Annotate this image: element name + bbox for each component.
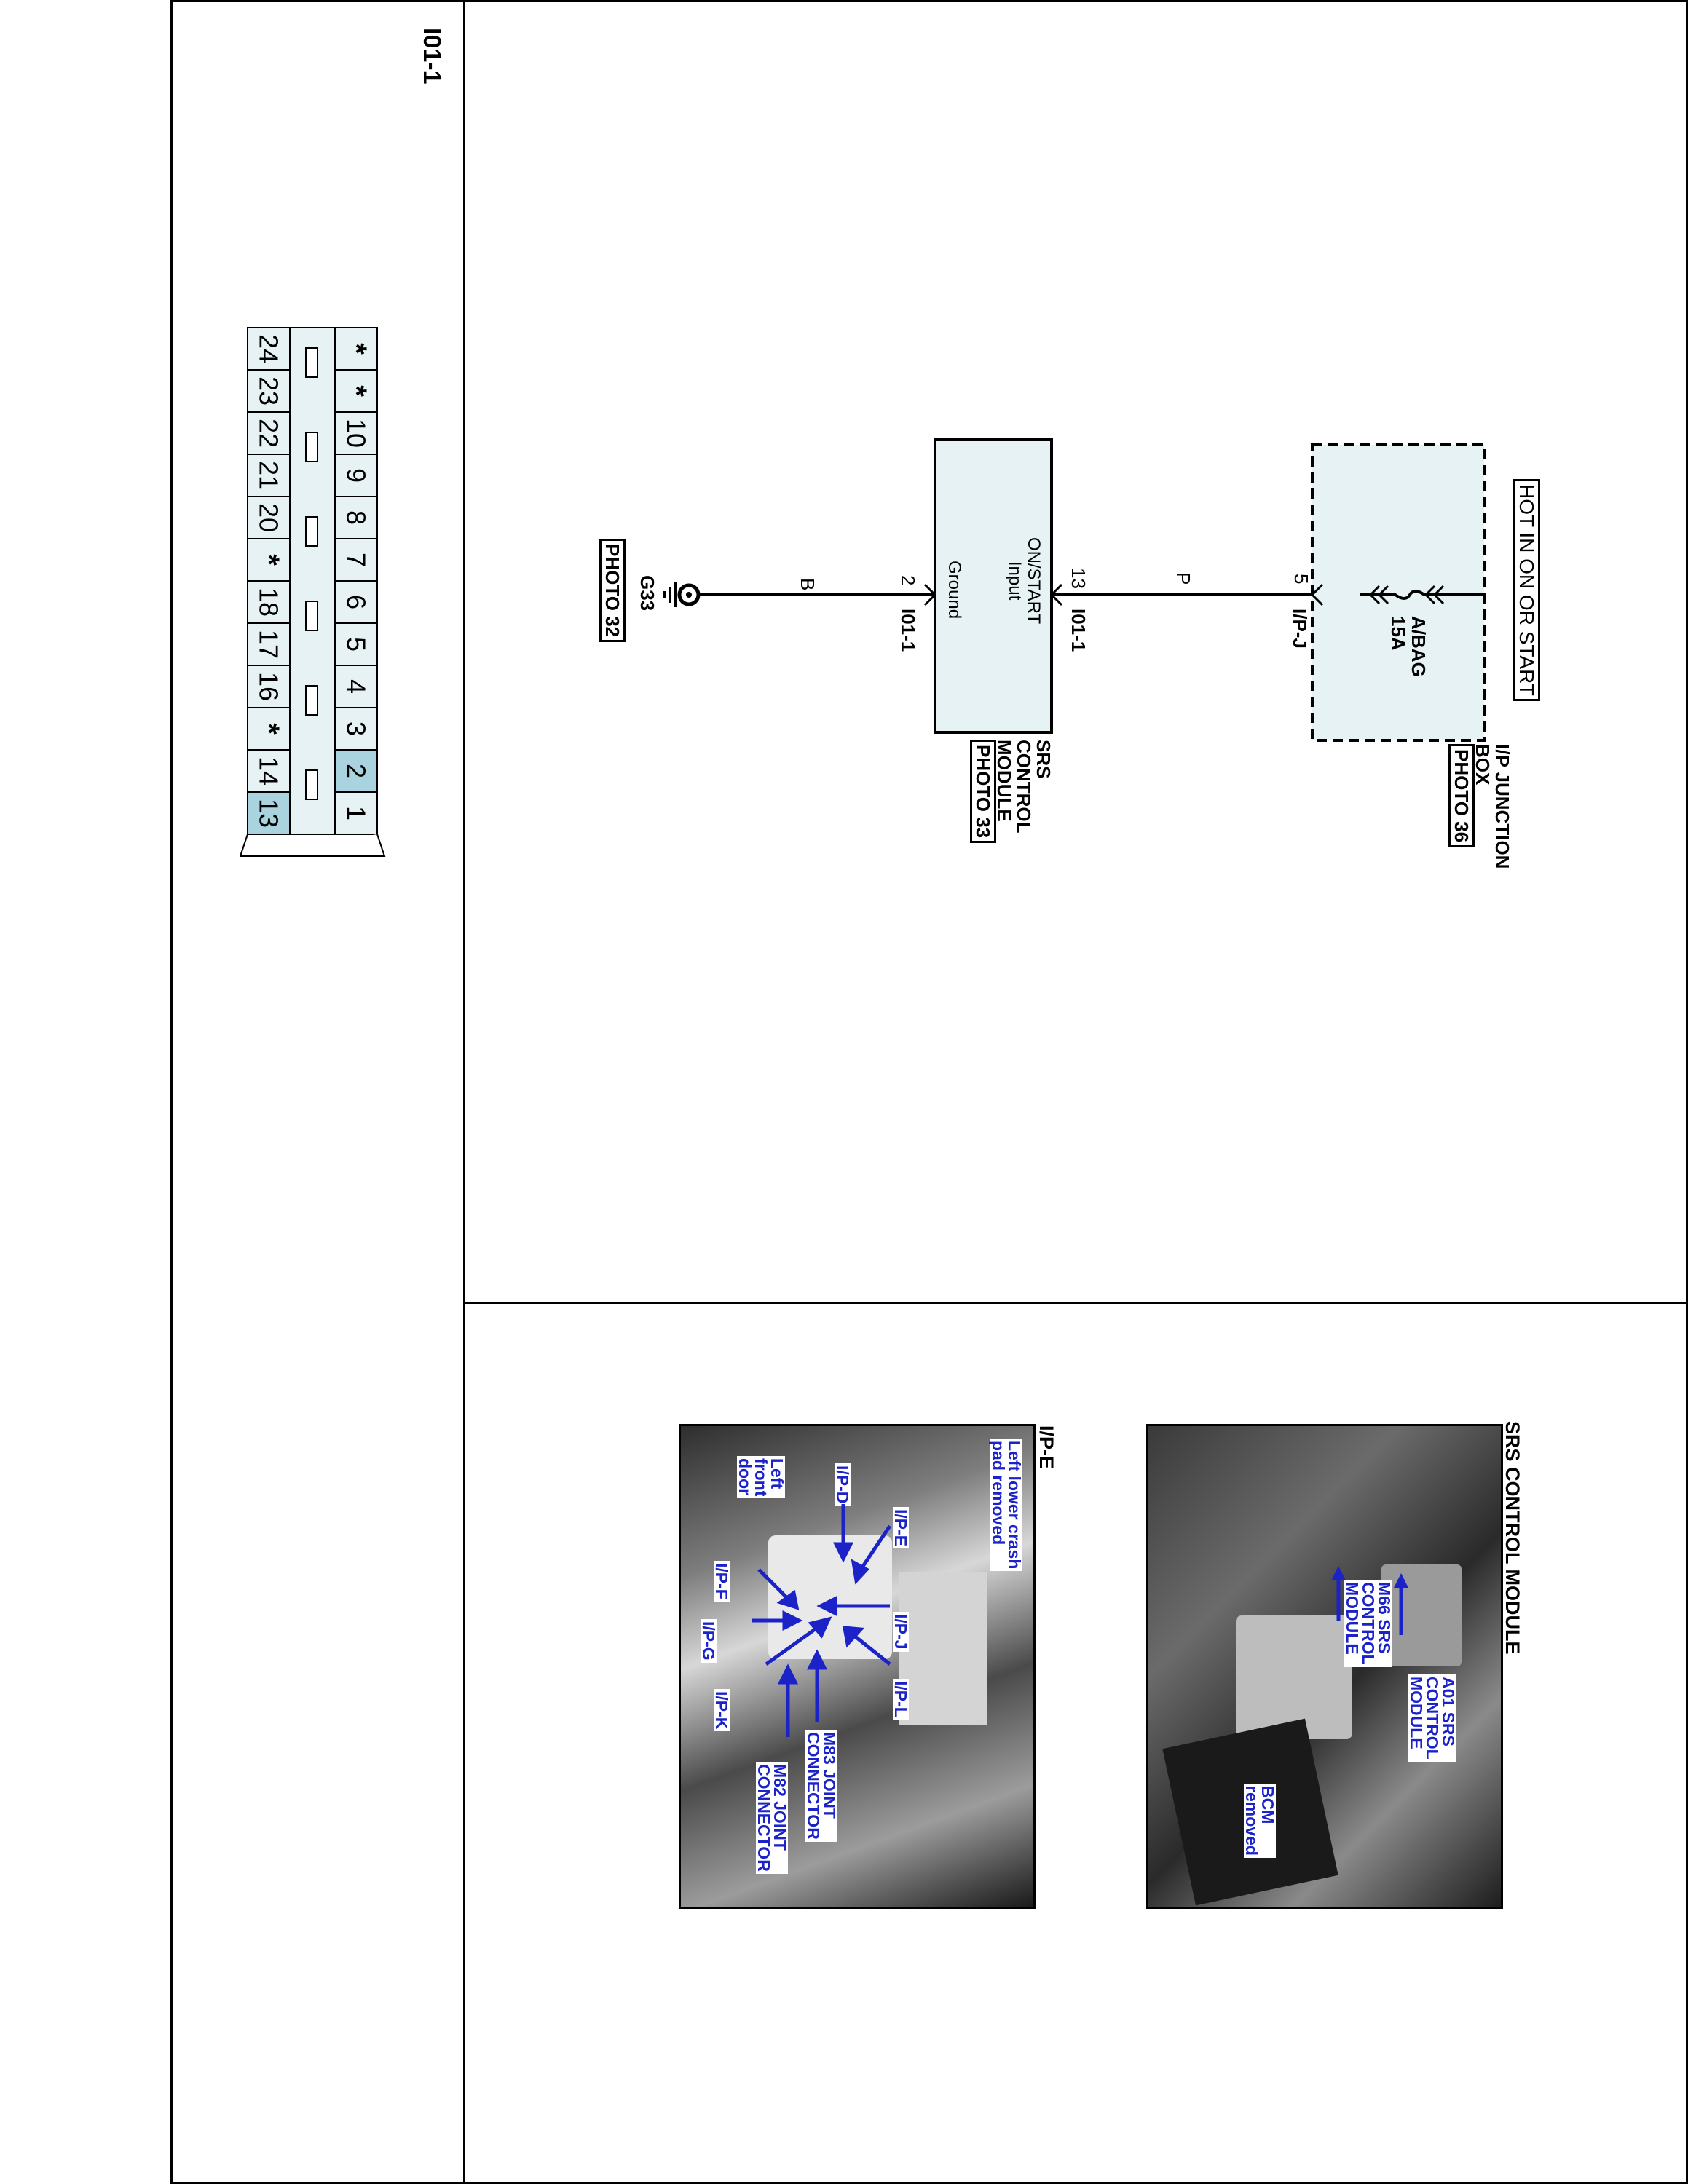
srs-photo-arrows [1331, 1566, 1408, 1635]
connector-pin-cell [334, 580, 378, 624]
connector-pin-number: 23 [254, 376, 284, 405]
connector-pin-number: 17 [254, 630, 284, 659]
connector-slot [305, 685, 318, 716]
connector-slot [305, 516, 318, 547]
connector-slot [305, 432, 318, 462]
ground-photo: PHOTO 32 [599, 539, 626, 643]
connector-pin-number: 16 [254, 672, 284, 701]
connector-pin-number: 3 [342, 721, 371, 736]
fuse-rating: 15A [1387, 616, 1409, 651]
page-frame [170, 0, 1688, 2184]
junction-connector-id: I/P-J [1289, 609, 1311, 649]
connector-pin-number: 8 [342, 510, 371, 525]
fuse-symbol [1360, 590, 1461, 600]
wire-color-b: B [797, 578, 819, 591]
panel-divider-vertical [463, 0, 465, 2184]
panel-divider-horizontal [463, 1302, 1688, 1304]
connector-pin-number: * [253, 723, 285, 735]
connector-slot [305, 769, 318, 800]
connector-pin-cell [334, 622, 378, 666]
connector-pin-number: * [340, 385, 372, 397]
connector-pin-cell [247, 580, 291, 624]
connector-pin-number: 7 [342, 553, 371, 567]
connector-pin-number: 1 [342, 806, 371, 820]
power-header: HOT IN ON OR START [1513, 479, 1540, 701]
module-connector-gnd: I01-1 [897, 609, 919, 652]
connector-pin-number: 18 [254, 587, 284, 617]
connector-pin-number: * [340, 343, 372, 355]
chevron-upper [1424, 585, 1445, 605]
connector-pin-number: 5 [342, 637, 371, 652]
module-pin-2: 2 [897, 575, 919, 586]
ipe-connector-photo [679, 1424, 1036, 1909]
pin-symbol-13 [1049, 583, 1063, 606]
connector-pin-cell [247, 538, 291, 582]
srs-control-module-photo [1146, 1424, 1503, 1909]
connector-pin-cell [247, 411, 291, 455]
connector-slot [305, 601, 318, 631]
connector-pin-cell [334, 791, 378, 835]
srs-module-label: SRS CONTROL MODULE PHOTO 33 [970, 740, 1054, 844]
junction-pin-number: 5 [1290, 574, 1312, 585]
junction-box-label: I/P JUNCTION BOX PHOTO 36 [1448, 744, 1513, 869]
connector-pin-number: 4 [342, 679, 371, 694]
connector-slot [305, 347, 318, 378]
connector-pin-number: 2 [342, 764, 371, 778]
connector-pin-cell [334, 665, 378, 708]
connector-pin-number: 14 [254, 756, 284, 786]
connector-title: I01-1 [418, 28, 446, 84]
pin-symbol-ipj [1310, 583, 1324, 606]
connector-pin-number: 22 [254, 419, 284, 448]
schematic-wiring [663, 438, 1486, 742]
module-input-label: ON/START Input [1005, 537, 1044, 625]
connector-pin-cell [247, 327, 291, 371]
connector-pin-cell [334, 327, 378, 371]
connector-pin-number: 6 [342, 595, 371, 609]
connector-pin-cell [334, 749, 378, 793]
ipe-photo-arrows [752, 1504, 892, 1737]
srs-module-box [934, 438, 1053, 734]
connector-pin-number: 20 [254, 503, 284, 532]
connector-key-tab [240, 834, 386, 857]
ground-id: G33 [636, 575, 658, 612]
srs-photo-title: SRS CONTROL MODULE [1502, 1421, 1523, 1655]
module-pin-13: 13 [1068, 568, 1089, 589]
pin-symbol-2 [923, 583, 937, 606]
module-ground-label: Ground [944, 561, 964, 620]
connector-pin-cell [247, 369, 291, 413]
connector-pin-number: 9 [342, 468, 371, 483]
connector-pin-number: 10 [342, 419, 371, 448]
wire-color-p: P [1172, 572, 1194, 585]
fuse-name: A/BAG [1408, 616, 1429, 677]
connector-pin-number: 24 [254, 334, 284, 363]
connector-latch-band [289, 327, 336, 835]
connector-pin-number: 13 [254, 799, 284, 828]
ipe-photo-title: I/P-E [1036, 1425, 1057, 1470]
connector-pin-cell [334, 454, 378, 497]
connector-pin-cell [247, 791, 291, 835]
connector-pin-number: 21 [254, 461, 284, 490]
module-connector-in: I01-1 [1068, 609, 1089, 652]
chevron-lower [1368, 585, 1389, 605]
junction-box-outline [1311, 443, 1486, 742]
connector-pin-number: * [253, 554, 285, 566]
